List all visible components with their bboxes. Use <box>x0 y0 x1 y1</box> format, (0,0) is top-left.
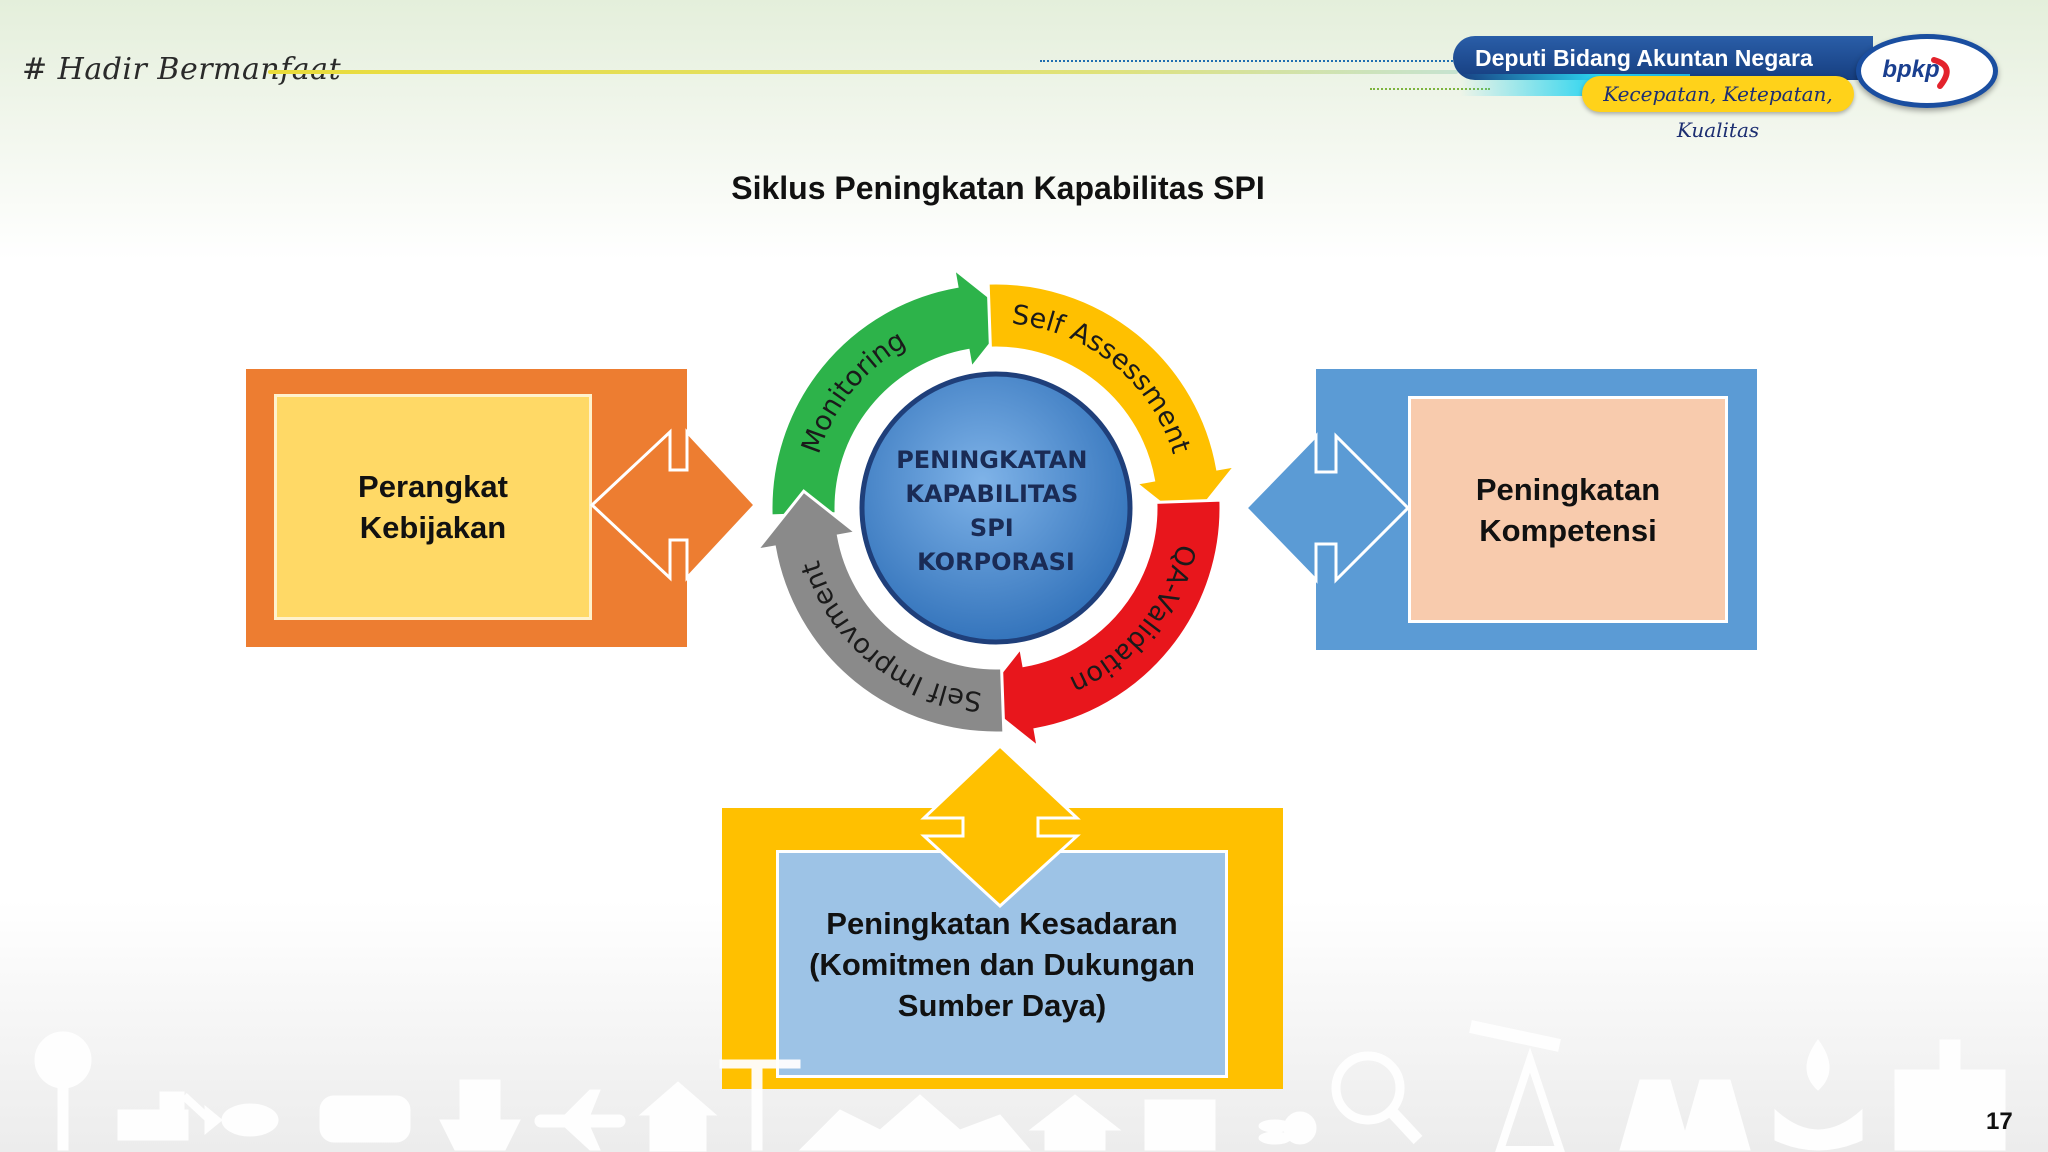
right-box-peningkatan-kompetensi: Peningkatan Kompetensi <box>1408 396 1728 623</box>
left-box-line1: Perangkat <box>358 469 508 504</box>
center-line-2: KAPABILITAS <box>905 480 1078 508</box>
cycle-segment-monitoring <box>769 265 1015 518</box>
center-circle <box>859 371 1133 645</box>
left-box-line2: Kebijakan <box>359 510 507 545</box>
mosque-skyline-icon <box>798 1094 1032 1151</box>
cycle-segment-self-assessment <box>986 281 1239 527</box>
ship-icon <box>439 1079 521 1151</box>
tagline: # Hadir Bermanfaat <box>22 52 342 87</box>
hospital-icon <box>1894 1039 2006 1151</box>
right-box-line1: Peningkatan <box>1475 471 1661 507</box>
bpkp-logo <box>1856 34 1998 108</box>
factory-icon <box>1619 1079 1751 1151</box>
bottom-box-line1: Peningkatan Kesadaran <box>826 905 1178 941</box>
page-title: Siklus Peningkatan Kapabilitas SPI <box>731 170 1265 206</box>
header-divider-line <box>268 70 1458 74</box>
government-building-icon <box>1144 1099 1216 1151</box>
header-dotted-line <box>1040 60 1460 62</box>
right-box-line2: Kompetensi <box>1479 512 1657 548</box>
center-line-3: SPI <box>970 514 1014 542</box>
logo-swoosh-icon <box>1931 57 1950 89</box>
cycle-segment-qa-validation <box>977 498 1223 751</box>
center-label: PENINGKATAN KAPABILITAS SPI KORPORASI <box>896 446 1096 576</box>
page-number: 17 <box>1986 1108 2013 1135</box>
crane-icon <box>719 1059 801 1151</box>
train-icon <box>319 1095 411 1143</box>
house-icon <box>638 1081 718 1152</box>
header-dotted-line-green <box>1370 88 1490 90</box>
department-banner: Deputi Bidang Akuntan Negara <box>1453 36 1873 80</box>
center-line-1: PENINGKATAN <box>896 446 1087 474</box>
bottom-box-peningkatan-kesadaran: Peningkatan Kesadaran (Komitmen dan Duku… <box>776 850 1228 1078</box>
cycle-segment-self-improvment <box>753 489 1006 735</box>
magnifier-icon <box>1331 1051 1423 1145</box>
left-box-perangkat-kebijakan: Perangkat Kebijakan <box>274 394 592 620</box>
center-line-4: KORPORASI <box>917 548 1075 576</box>
water-hand-icon <box>1774 1039 1863 1151</box>
left-double-arrow <box>589 428 758 582</box>
fish-icon <box>204 1103 279 1137</box>
temple-icon <box>1028 1094 1122 1151</box>
logo-text: bpkp <box>1882 56 1940 83</box>
bottom-box-line3: Sumber Daya) <box>897 987 1107 1023</box>
tree-icon <box>34 1031 92 1151</box>
motto-badge: Kecepatan, Ketepatan, Kualitas <box>1582 76 1854 142</box>
bottom-box-line2: (Komitmen dan Dukungan <box>809 946 1195 982</box>
airplane-icon <box>534 1089 626 1151</box>
footer-icon-strip <box>34 1020 2006 1152</box>
right-double-arrow <box>1243 432 1411 584</box>
excavator-icon <box>117 1091 213 1141</box>
bottom-double-arrow <box>920 743 1081 909</box>
oil-pump-icon <box>1469 1020 1565 1152</box>
coins-icon <box>1258 1111 1317 1145</box>
